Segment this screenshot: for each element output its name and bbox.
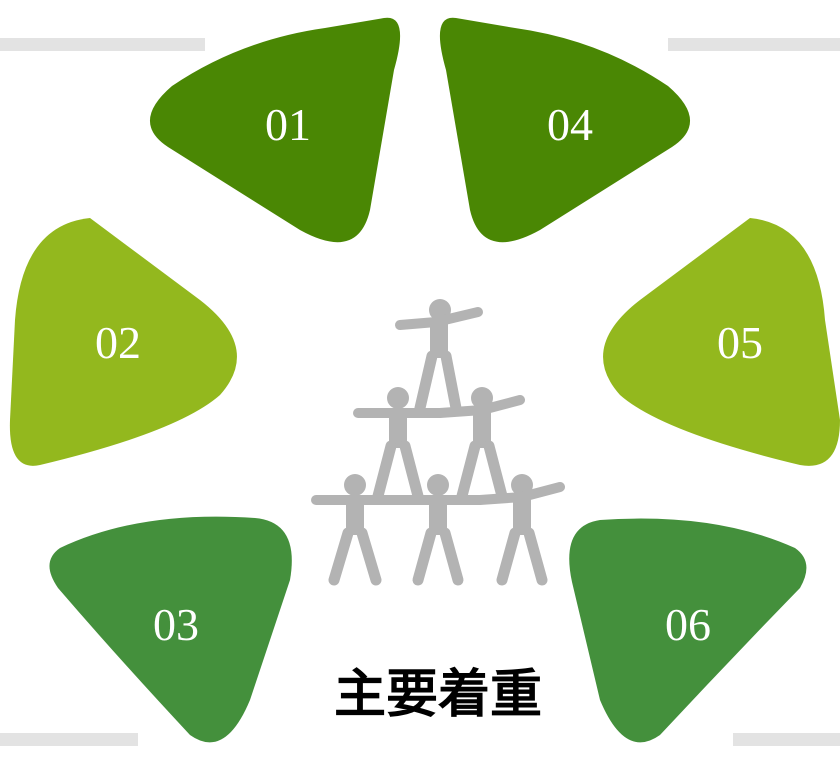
petal-02[interactable]: 02 (9, 218, 237, 466)
petal-02-shape (9, 218, 237, 466)
pyramid-figure-bottom-middle (393, 474, 485, 586)
petal-06[interactable]: 06 (569, 518, 807, 743)
petal-01-label: 01 (265, 99, 311, 150)
petal-06-label: 06 (665, 599, 711, 650)
pyramid-figure-bottom-right (475, 474, 565, 586)
petal-05-shape (603, 218, 840, 466)
petal-05[interactable]: 05 (603, 218, 840, 466)
petal-05-label: 05 (717, 317, 763, 368)
petal-01[interactable]: 01 (149, 17, 401, 243)
pyramid-figure-top (395, 299, 483, 414)
center-title: 主要着重 (334, 665, 542, 725)
decorative-line-top-right (668, 38, 840, 51)
petal-03-label: 03 (153, 599, 199, 650)
pyramid-figure-bottom-left (311, 474, 403, 586)
petal-03-shape (49, 516, 292, 743)
pyramid-figure-middle-right (435, 387, 525, 502)
petal-04[interactable]: 04 (439, 17, 691, 243)
petal-06-shape (569, 518, 807, 743)
petal-04-shape (439, 17, 691, 243)
pyramid-figure-middle-left (353, 387, 445, 502)
petal-03[interactable]: 03 (49, 516, 292, 743)
decorative-line-bottom-left (0, 733, 138, 746)
decorative-line-bottom-right (733, 733, 840, 746)
human-pyramid-icon (311, 299, 565, 586)
petal-01-shape (149, 17, 401, 243)
petal-02-label: 02 (95, 317, 141, 368)
decorative-line-top-left (0, 38, 205, 51)
petal-04-label: 04 (547, 99, 593, 150)
